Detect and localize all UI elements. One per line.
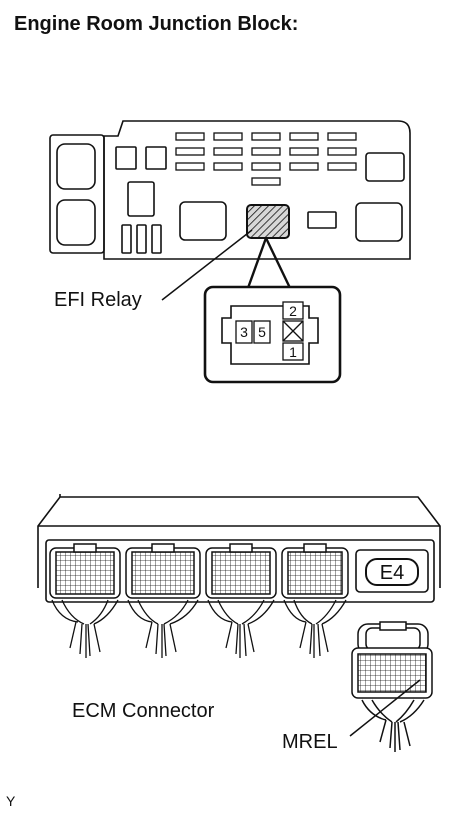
corner-code: Y bbox=[6, 793, 16, 809]
junction-block-body bbox=[103, 120, 411, 260]
efi-relay-leader bbox=[161, 229, 253, 301]
efi-relay-label: EFI Relay bbox=[54, 289, 142, 311]
efi-relay-highlight bbox=[246, 204, 290, 239]
relay-pin-1: 1 bbox=[289, 344, 297, 360]
ecm-connector-blocks bbox=[49, 543, 349, 599]
ecm-housing bbox=[37, 494, 441, 588]
ecm-e4-badge bbox=[365, 558, 419, 586]
relay-callout-lines bbox=[246, 237, 292, 289]
page-title: Engine Room Junction Block: bbox=[14, 13, 298, 35]
ecm-connector-block-3 bbox=[205, 543, 277, 599]
relay-pin-3-box bbox=[235, 320, 253, 344]
ecm-connector-label: ECM Connector bbox=[72, 700, 215, 722]
ecm-wire-harnesses bbox=[51, 599, 347, 658]
relay-pin-5-box bbox=[253, 320, 271, 344]
mrel-leader bbox=[349, 679, 421, 737]
junction-block bbox=[49, 120, 411, 260]
mrel-label: MREL bbox=[282, 731, 338, 753]
junction-side-module bbox=[49, 134, 105, 254]
relay-pin-2: 2 bbox=[289, 303, 297, 319]
ecm-e4-label: E4 bbox=[380, 562, 404, 584]
relay-pin-1-box bbox=[282, 342, 304, 361]
ecm-connector-block-4 bbox=[281, 543, 349, 599]
ecm-connector-block-1 bbox=[49, 543, 121, 599]
ecm-connector-block-2 bbox=[125, 543, 201, 599]
ecm-e4-detached-connector bbox=[351, 621, 433, 752]
relay-pin-2-box bbox=[282, 301, 304, 320]
relay-pin-5: 5 bbox=[258, 324, 266, 340]
relay-pin-3: 3 bbox=[240, 324, 248, 340]
relay-connector-view bbox=[203, 285, 342, 384]
